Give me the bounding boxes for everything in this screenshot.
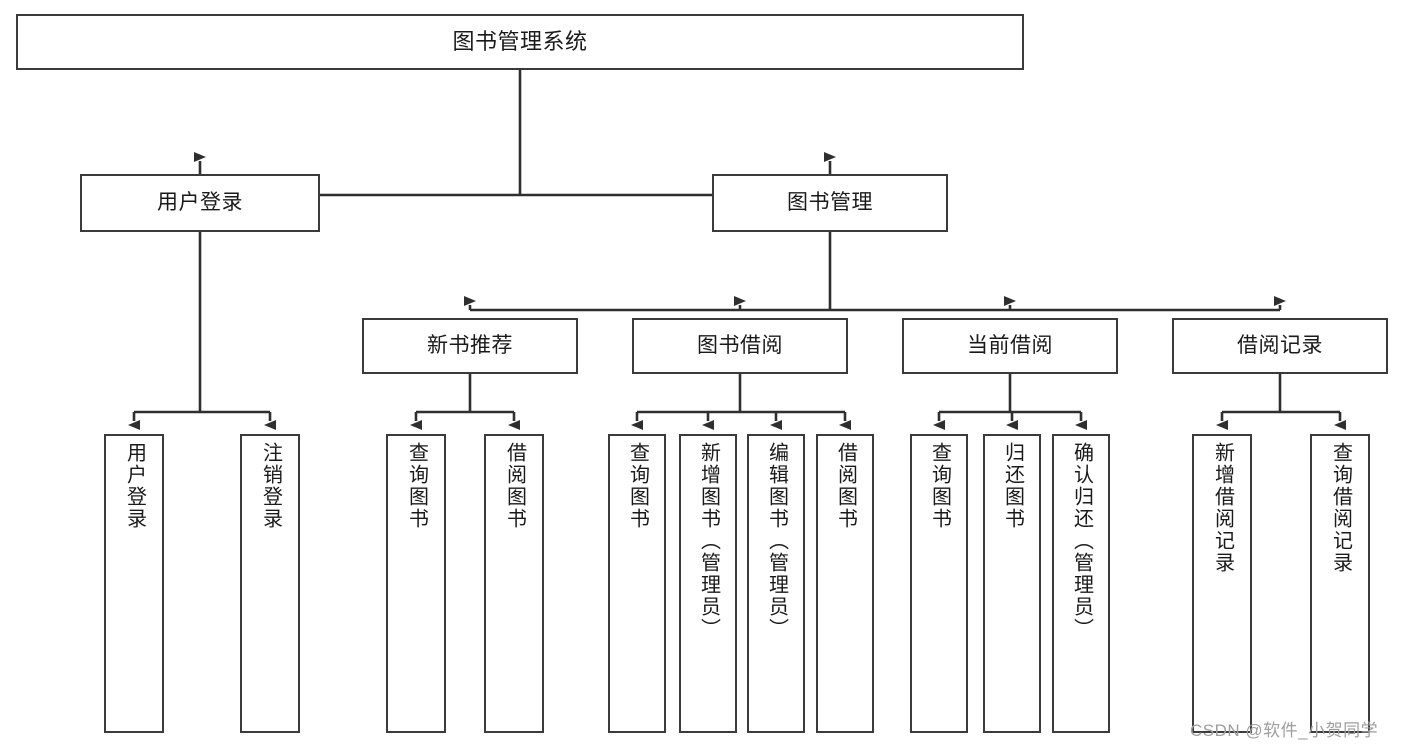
node-leaf-query-record[interactable]: 查询借阅记录 [1310,434,1370,733]
node-label: 图书管理系统 [452,28,588,54]
node-label: 新增图书（管理员） [697,442,720,640]
node-leaf-add-record[interactable]: 新增借阅记录 [1192,434,1252,733]
node-book-manage[interactable]: 图书管理 [712,174,948,232]
node-leaf-query-book-2[interactable]: 查询图书 [608,434,666,733]
node-label: 查询图书 [405,442,428,530]
node-new-book-rec[interactable]: 新书推荐 [362,318,578,374]
node-label: 新增借阅记录 [1211,442,1234,574]
node-leaf-query-book-3[interactable]: 查询图书 [910,434,968,733]
node-label: 查询图书 [928,442,951,530]
node-label: 编辑图书（管理员） [765,442,788,640]
node-leaf-add-book[interactable]: 新增图书（管理员） [679,434,737,733]
node-label: 当前借阅 [967,333,1053,357]
node-leaf-user-logout[interactable]: 注销登录 [240,434,300,733]
node-current-borrow[interactable]: 当前借阅 [902,318,1118,374]
node-leaf-return-book[interactable]: 归还图书 [983,434,1041,733]
node-label: 用户登录 [123,442,146,530]
node-label: 用户登录 [157,190,243,214]
node-label: 注销登录 [259,442,282,530]
node-label: 归还图书 [1001,442,1024,530]
node-label: 借阅图书 [834,442,857,530]
node-label: 图书管理 [787,190,873,214]
node-leaf-confirm-return[interactable]: 确认归还（管理员） [1052,434,1110,733]
node-user-login[interactable]: 用户登录 [80,174,320,232]
node-leaf-borrow-book-2[interactable]: 借阅图书 [816,434,874,733]
node-label: 图书借阅 [697,333,783,357]
node-label: 借阅图书 [503,442,526,530]
node-label: 查询借阅记录 [1329,442,1352,574]
node-leaf-user-login[interactable]: 用户登录 [104,434,164,733]
node-root[interactable]: 图书管理系统 [16,14,1024,70]
node-label: 新书推荐 [427,333,513,357]
node-book-borrow[interactable]: 图书借阅 [632,318,848,374]
node-label: 确认归还（管理员） [1070,442,1093,640]
node-label: 查询图书 [626,442,649,530]
node-borrow-record[interactable]: 借阅记录 [1172,318,1388,374]
node-leaf-query-book-1[interactable]: 查询图书 [386,434,446,733]
node-label: 借阅记录 [1237,333,1323,357]
csdn-watermark: CSDN @软件_小贺同学 [1190,721,1379,740]
node-leaf-edit-book[interactable]: 编辑图书（管理员） [747,434,805,733]
node-leaf-borrow-book-1[interactable]: 借阅图书 [484,434,544,733]
